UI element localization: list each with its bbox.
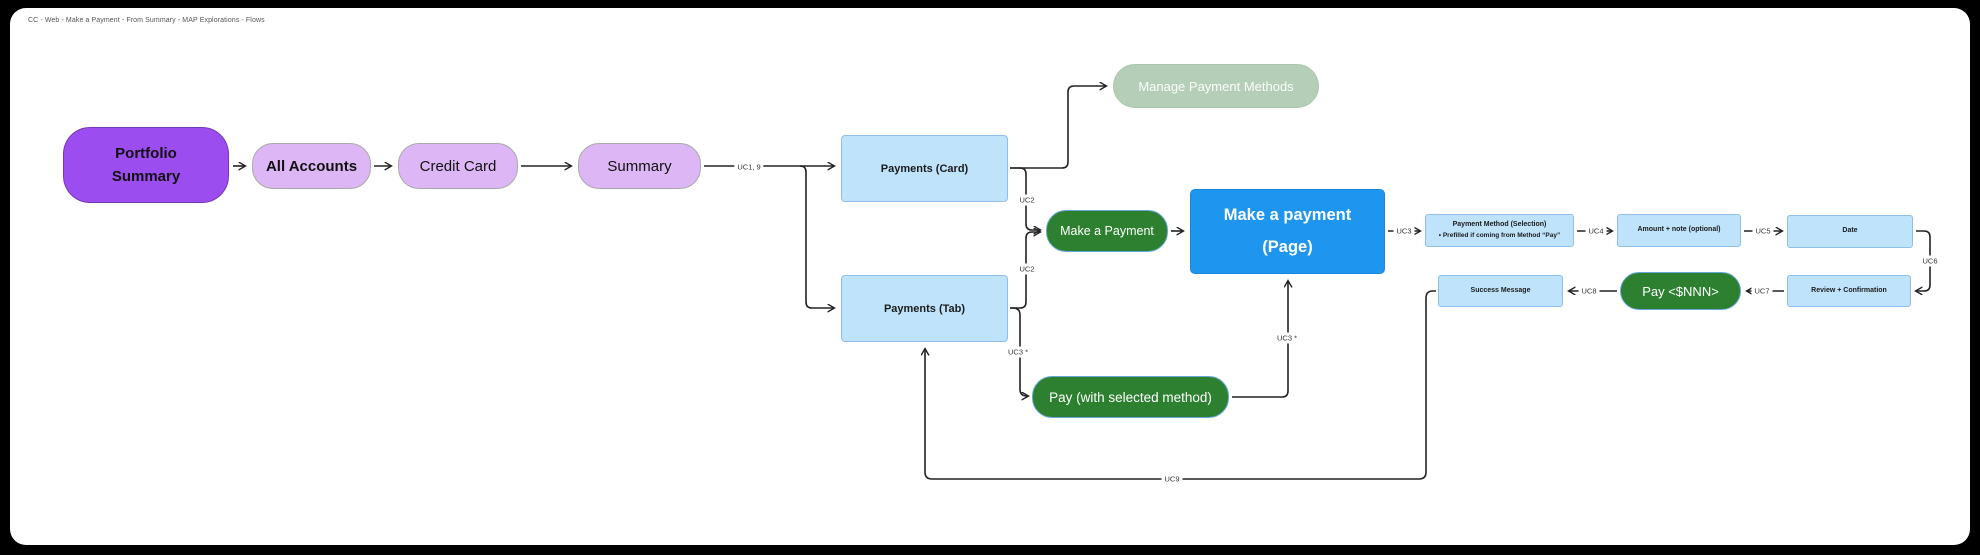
edge-label-uc3: UC3 — [1393, 225, 1415, 237]
node-all-accounts[interactable]: All Accounts — [252, 143, 371, 189]
node-make-a-payment-page[interactable]: Make a payment (Page) — [1190, 189, 1385, 274]
node-amount-note[interactable]: Amount + note (optional) — [1617, 214, 1741, 247]
edge-label-uc2-bottom: UC2 — [1016, 263, 1038, 275]
node-credit-card[interactable]: Credit Card — [398, 143, 518, 189]
node-date[interactable]: Date — [1787, 215, 1913, 248]
edge-label-uc7: UC7 — [1751, 285, 1773, 297]
node-success-message[interactable]: Success Message — [1438, 275, 1563, 307]
edge-label-uc6: UC6 — [1919, 255, 1941, 267]
payment-method-selection-note: • Prefilled if coming from Method “Pay” — [1438, 231, 1561, 239]
payment-method-selection-title: Payment Method (Selection) — [1452, 221, 1547, 229]
breadcrumb: CC - Web - Make a Payment - From Summary… — [28, 17, 265, 24]
edge-label-uc2-top: UC2 — [1016, 194, 1038, 206]
node-pay-with-selected-method[interactable]: Pay (with selected method) — [1032, 376, 1229, 418]
node-make-a-payment-button[interactable]: Make a Payment — [1046, 210, 1168, 252]
edge-label-uc4: UC4 — [1585, 225, 1607, 237]
node-payment-method-selection[interactable]: Payment Method (Selection) • Prefilled i… — [1425, 214, 1574, 247]
edge-label-uc3-star-left: UC3 * — [1004, 346, 1032, 358]
node-portfolio-summary[interactable]: Portfolio Summary — [63, 127, 229, 203]
node-pay-amount-button[interactable]: Pay <$NNN> — [1620, 272, 1741, 310]
node-summary[interactable]: Summary — [578, 143, 701, 189]
edge-label-uc1-9: UC1, 9 — [734, 161, 764, 173]
edge-label-uc3-star-right: UC3 * — [1273, 332, 1301, 344]
node-payments-card[interactable]: Payments (Card) — [841, 135, 1008, 202]
node-review-confirmation[interactable]: Review + Confirmation — [1787, 275, 1911, 307]
edge-label-uc5: UC5 — [1752, 225, 1774, 237]
edge-label-uc8: UC8 — [1578, 285, 1600, 297]
edge-label-uc9: UC9 — [1161, 473, 1183, 485]
node-payments-tab[interactable]: Payments (Tab) — [841, 275, 1008, 342]
node-manage-payment-methods[interactable]: Manage Payment Methods — [1113, 64, 1319, 108]
